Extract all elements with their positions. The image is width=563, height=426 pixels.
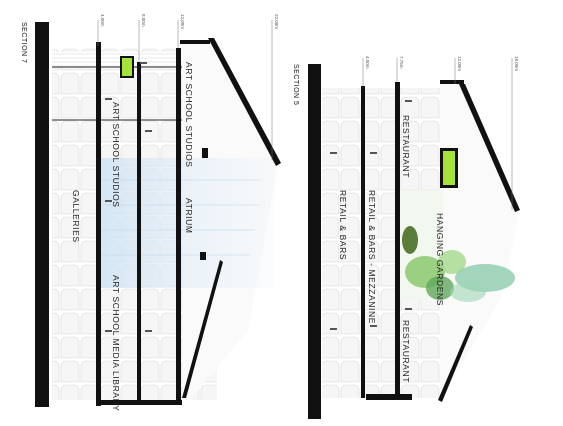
level-label: 7.75m <box>399 56 404 69</box>
base-slab <box>366 394 412 400</box>
section-7-drawing <box>35 20 281 407</box>
hanging-garden-foliage <box>402 226 515 302</box>
retail-bars-mezzanine-label: RETAIL & BARS - MEZZANINE <box>367 190 377 324</box>
level-label: 4.00m <box>100 14 105 27</box>
section-5-title: SECTION 5 <box>292 64 299 105</box>
restaurant-lower-label: RESTAURANT <box>401 320 411 383</box>
level-label: 4.00m <box>365 56 370 69</box>
people <box>330 100 412 330</box>
level-label: 12.00m <box>180 14 185 29</box>
column-7-75m <box>395 82 400 400</box>
roof-top <box>180 40 210 44</box>
level-label: 12.00m <box>457 56 462 71</box>
galleries-label: GALLERIES <box>71 190 81 243</box>
level-ticks <box>362 58 513 210</box>
roof-fill <box>440 84 520 400</box>
people <box>105 62 152 332</box>
roof-slope-upper <box>208 38 281 166</box>
section-5-drawing <box>308 58 520 419</box>
roof-top <box>440 80 464 84</box>
pin-marker <box>443 151 455 185</box>
level-ticks <box>97 20 273 160</box>
floor-slabs <box>52 66 182 121</box>
base-slab <box>96 400 182 405</box>
studios-lower-label: ART SCHOOL STUDIOS <box>111 102 121 208</box>
hanging-gardens-label: HANGING GARDENS <box>435 213 445 306</box>
roof-slope-lower <box>182 260 223 398</box>
hatch-band <box>52 52 182 66</box>
beam-node <box>202 148 208 158</box>
roof-slope-upper <box>459 84 520 212</box>
restaurant-upper-label: RESTAURANT <box>401 115 411 178</box>
atrium-zone <box>100 158 275 288</box>
column-4m <box>361 86 365 398</box>
level-label: 18.00m <box>514 56 519 71</box>
level-label: 22.00m <box>274 14 279 29</box>
studios-upper-label: ART SCHOOL STUDIOS <box>184 62 194 168</box>
column-8m <box>137 62 141 404</box>
library-label: ART SCHOOL MEDIA LIBRARY <box>111 275 121 411</box>
column-12m <box>176 48 181 404</box>
retail-bars-label: RETAIL & BARS <box>338 190 348 260</box>
column-4m <box>96 42 101 406</box>
level-label: 8.00m <box>141 14 146 27</box>
roof-slope-lower <box>438 325 473 402</box>
pin-marker <box>122 58 132 76</box>
ground-wall <box>308 64 321 419</box>
ground-wall <box>35 22 49 407</box>
beam-node <box>200 252 206 260</box>
section-7-title: SECTION 7 <box>20 22 27 63</box>
atrium-label: ATRIUM <box>184 198 194 234</box>
